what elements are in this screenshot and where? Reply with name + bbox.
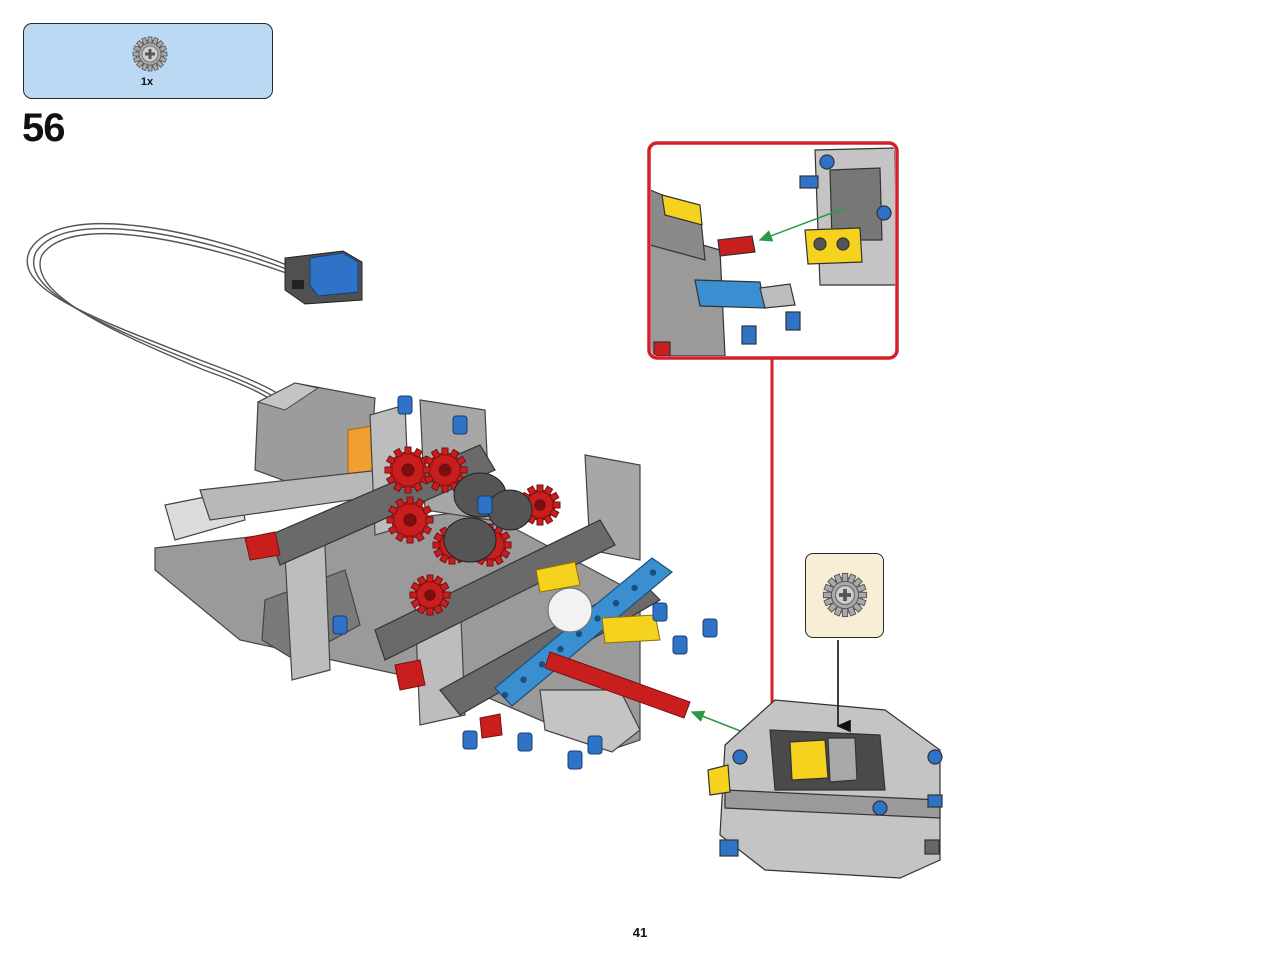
- blue-liftarm: [494, 557, 673, 707]
- gear-icon: [822, 572, 868, 618]
- gear-icon: [132, 36, 168, 72]
- callout-frame: [647, 141, 899, 360]
- yellow-connectors: [535, 561, 661, 644]
- page-number: 41: [632, 925, 648, 940]
- gearbox-subassembly: [707, 699, 943, 879]
- blue-pins: [332, 395, 718, 770]
- part-quantity: 1x: [140, 76, 154, 88]
- gear-shafts: [443, 472, 533, 563]
- motor: [254, 382, 376, 491]
- step-number: 56: [22, 106, 65, 150]
- parts-list-box: 1x: [23, 23, 273, 99]
- white-gear: [547, 587, 593, 633]
- insertion-arrow: [690, 710, 749, 735]
- red-axles: [244, 531, 691, 739]
- cable-connector: [284, 250, 363, 305]
- motor-cable: [26, 222, 293, 402]
- subassembly-part-callout: [805, 553, 884, 638]
